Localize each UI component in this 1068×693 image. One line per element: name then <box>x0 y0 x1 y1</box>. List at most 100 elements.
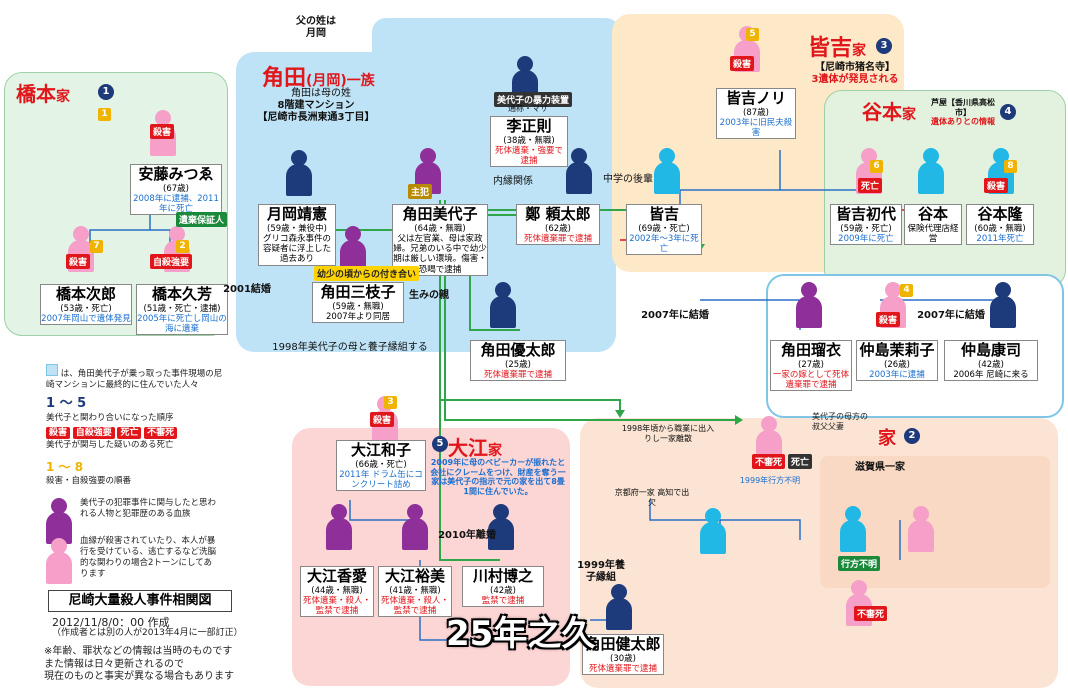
legend-purple-desc: 美代子の犯罪事件に関与したと思われる人物と犯罪歴のある血族 <box>80 498 217 520</box>
masanori-role-tag: 美代子の暴力装置 <box>494 92 573 107</box>
tanimoto-box: 谷本 保険代理店経営 <box>904 204 962 246</box>
kentaro-box: 角田健太郎 (30歳) 死体遺棄罪で逮捕 <box>582 634 664 676</box>
yumi-box: 大江裕美 (41歳・無職) 死体遺棄・殺人・監禁で逮捕 <box>378 566 452 618</box>
tsunoda-mansion: 8階建マンション【尼崎市長洲東通3丁目】 <box>257 100 375 123</box>
mieko-kaeko-role-tag: 幼少の頃からの付き合い <box>314 266 420 281</box>
x-1999-note: 1999年行方不明 <box>739 476 801 485</box>
kawamura-box: 川村博之 (42歳) 監禁で逮捕 <box>462 566 544 608</box>
jiro-box: 橋本次郎 (53歳・死亡) 2007年岡山で遺体発見 <box>40 284 132 326</box>
shiga-family-label: 滋賀県一家 <box>855 462 905 473</box>
mieko-guarantor-tag: 遺棄保証人 <box>176 212 228 227</box>
ryuichi-killed-tag: 殺害 <box>984 178 1009 193</box>
ryuichi-box: 谷本隆 (60歳・無職) 2011年死亡 <box>966 204 1034 246</box>
yasushi-box: 仲島康司 (42歳) 2006年 尼崎に来る <box>944 340 1038 382</box>
legend-order: 1 〜 5 美代子と関わり合いになった順序 <box>46 396 174 423</box>
legend-pink-desc: 血縁が殺害されていたり、本人が暴行を受けている、逃亡するなど洗脳的な関わりの場合… <box>80 536 217 580</box>
nori-box: 皆吉ノリ (87歳) 2003年に旧民夫殺害 <box>716 88 796 140</box>
minayoshi-m-person-icon <box>654 148 680 194</box>
order-num-4: 4 <box>900 284 913 297</box>
minayoshi-address: 【尼崎市猪名寺】3遺体が発見される <box>811 62 899 85</box>
order-num-3: 3 <box>384 396 397 409</box>
legend-blue-box: は、角田美代子が乗っ取った事件現場の尼崎マンションに最終的に住んでいた人々 <box>46 364 226 391</box>
mariko-box: 仲島茉莉子 (26歳) 2003年に逮捕 <box>856 340 938 382</box>
mieko-box: 安藤みつゑ (67歳) 2008年に逮捕、2011年に死亡 <box>130 164 222 216</box>
x-order-badge: 2 <box>904 428 920 444</box>
minayoshi-order-badge: 3 <box>876 38 892 54</box>
tsunoda-note: 角田は母の姓 <box>291 88 351 99</box>
mieko-killed-tag: 殺害 <box>150 124 175 139</box>
kazuko-killed-tag: 殺害 <box>370 412 395 427</box>
date-note: （作成者とは別の人が2013年4月に一部訂正） <box>52 628 243 638</box>
kentaro-person-icon <box>606 584 632 630</box>
jiro-killed-tag: 殺害 <box>66 254 91 269</box>
miyoko-box: 角田美代子 (64歳・無職) 父は左官業、母は家政婦。兄弟のいる中で幼少期は厳し… <box>392 204 488 276</box>
hashimoto-family-title: 橋本家 <box>16 82 70 106</box>
yasushi-person-icon <box>990 282 1016 328</box>
chart-title: 尼崎大量殺人事件相関図 <box>48 590 232 612</box>
order-num-5: 5 <box>746 28 759 41</box>
yutaro-person-icon <box>490 282 516 328</box>
tanimoto-address: 芦屋【香川県高松市】遺体ありとの情報 <box>931 98 995 127</box>
tei-person-icon <box>566 148 592 194</box>
kaori-person-icon <box>326 504 352 550</box>
adoption-1999-label: 1999年養子縁組 <box>577 560 625 583</box>
shiga-unknown-tag: 行方不明 <box>838 556 881 571</box>
x-family-note: 美代子の母方の叔父父妻 <box>812 412 868 431</box>
masanori-box: 李正則 (38歳・無職) 死体遺棄・強要で逮捕 <box>490 116 568 168</box>
legend-pink-person-icon <box>46 538 72 584</box>
hisayoshi-box: 橋本久芳 (51歳・死亡・逮捕) 2005年に死亡し岡山の海に遺棄 <box>136 284 228 336</box>
mieko-kaeko-box: 角田三枝子 (59歳・無職) 2007年より同居 <box>312 282 404 324</box>
ruri-box: 角田瑠衣 (27歳) 一家の嫁として死体遺棄罪で逮捕 <box>770 340 852 392</box>
mariko-killed-tag: 殺害 <box>876 312 901 327</box>
x-1998-note: 1998年頃から職業に出入りし一家離散 <box>621 424 715 443</box>
yumi-person-icon <box>402 504 428 550</box>
x-family-title: 家 <box>878 428 896 449</box>
order-num-6: 6 <box>870 160 883 173</box>
hashimoto-order-badge: 1 <box>98 84 114 100</box>
hatsuyo-dead-tag: 死亡 <box>858 178 883 193</box>
kaori-box: 大江香愛 (44歳・無職) 死体遺棄・殺人・監禁で逮捕 <box>300 566 374 618</box>
ooe-order-badge: 5 <box>432 436 448 452</box>
hatsuyo-box: 皆吉初代 (59歳・死亡) 2009年に死亡 <box>830 204 902 246</box>
miyoko-adoption-note: 1998年美代子の母と養子縁組する <box>272 342 428 353</box>
yutaro-box: 角田優太郎 (25歳) 死体遺棄罪で逮捕 <box>470 340 566 382</box>
tsunoda-family-title: 角田(月岡)一族 <box>262 66 375 91</box>
order-num-2: 2 <box>176 240 189 253</box>
kazuko-box: 大江和子 (66歳・死亡) 2011年 ドラム缶にコンクリート詰め <box>336 440 426 492</box>
father-label: 父の姓は月岡 <box>296 16 336 39</box>
miyoko-role-tag: 主犯 <box>408 184 433 199</box>
x-suspicious-tag: 不審死 <box>752 454 786 469</box>
x-dead-tag: 死亡 <box>788 454 813 469</box>
yasuhiro-box: 月岡靖憲 (59歳・兼役中) グリコ森永事件の容疑者に浮上した過去あり <box>258 204 336 266</box>
masanori-alias: 通称・マサ <box>508 104 548 113</box>
yasuhiro-person-icon <box>286 150 312 196</box>
order-num-7: 7 <box>90 240 103 253</box>
shiga-child-suspicious-tag: 不審死 <box>854 606 888 621</box>
order-num-1: 1 <box>98 108 111 121</box>
marriage-2010-label: 2010年離婚 <box>438 530 496 541</box>
marriage-2001-label: 2001結婚 <box>223 284 271 295</box>
birth-mother-label: 生みの親 <box>409 290 449 301</box>
tanimoto-order-badge: 4 <box>1000 104 1016 120</box>
ruri-person-icon <box>796 282 822 328</box>
ooe-note: 2009年に母のベビーカーが振れたと会社にクレームをつけ、財産を奪う一家は美代子… <box>430 458 566 496</box>
legend-death-tags: 殺害 自殺強要 死亡 不審死 美代子が関与した疑いのある死亡 <box>46 427 206 451</box>
hisayoshi-suicide-tag: 自殺強要 <box>150 254 193 269</box>
junior-label: 中学の後輩 <box>603 174 653 185</box>
kyoto-family-label: 京都府一家 高知で出欠 <box>614 488 690 507</box>
marriage-2007-label: 2007年に結婚 <box>641 310 709 321</box>
shiga-wife-person-icon <box>908 506 934 552</box>
date-line: 2012/11/8/0：00 作成 <box>52 616 170 629</box>
nori-killed-tag: 殺害 <box>730 56 755 71</box>
x-son-person-icon <box>700 508 726 554</box>
legend-kill-order: 1 〜 8 殺害・自殺強要の順番 <box>46 460 132 486</box>
footnote: ※年齢、罪状などの情報は当時のものです また情報は日々更新されるので 現在のもの… <box>44 646 234 682</box>
minayoshi-family-title: 皆吉家 <box>808 36 867 61</box>
minayoshi-m-box: 皆吉 (69歳・死亡) 2002年〜3年に死亡 <box>626 204 702 256</box>
tanimoto-family-title: 谷本家 <box>862 100 916 124</box>
tei-box: 鄭 頼太郎 (62歳) 死体遺棄罪で逮捕 <box>516 204 600 246</box>
shiga-person-icon <box>840 506 866 552</box>
ooe-family-title: 大江家 <box>448 436 502 460</box>
partner-label: 内縁関係 <box>493 176 533 187</box>
